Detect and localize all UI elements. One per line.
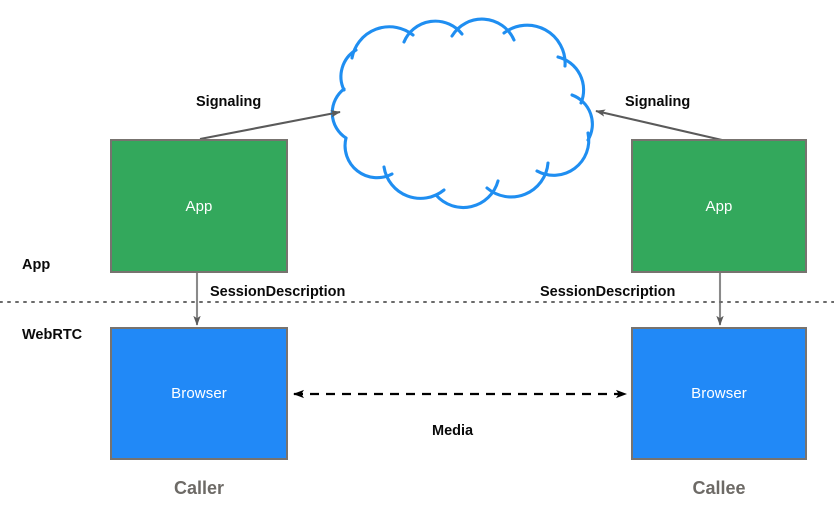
callee-session-description-label: SessionDescription xyxy=(540,284,676,300)
caller-browser-label: Browser xyxy=(171,385,227,402)
layer-label-webrtc: WebRTC xyxy=(22,327,83,343)
callee-app-label: App xyxy=(705,197,733,215)
caller-app-box[interactable]: App xyxy=(110,139,288,273)
caller-app-label: App xyxy=(185,197,213,215)
callee-browser-label: Browser xyxy=(691,385,747,402)
callee-browser-box[interactable]: Browser xyxy=(631,327,807,460)
layer-label-app: App xyxy=(22,257,51,273)
caller-browser-box[interactable]: Browser xyxy=(110,327,288,460)
role-label-caller: Caller xyxy=(173,478,225,498)
role-label-callee: Callee xyxy=(692,478,746,498)
caller-session-description-label: SessionDescription xyxy=(210,284,346,300)
callee-signaling-label: Signaling xyxy=(625,94,691,110)
media-label: Media xyxy=(432,423,474,439)
callee-app-box[interactable]: App xyxy=(631,139,807,273)
caller-signaling-arrow xyxy=(199,110,341,141)
callee-signaling-arrow xyxy=(595,109,723,142)
signaling-cloud-icon xyxy=(330,17,594,210)
caller-signaling-label: Signaling xyxy=(196,94,262,110)
